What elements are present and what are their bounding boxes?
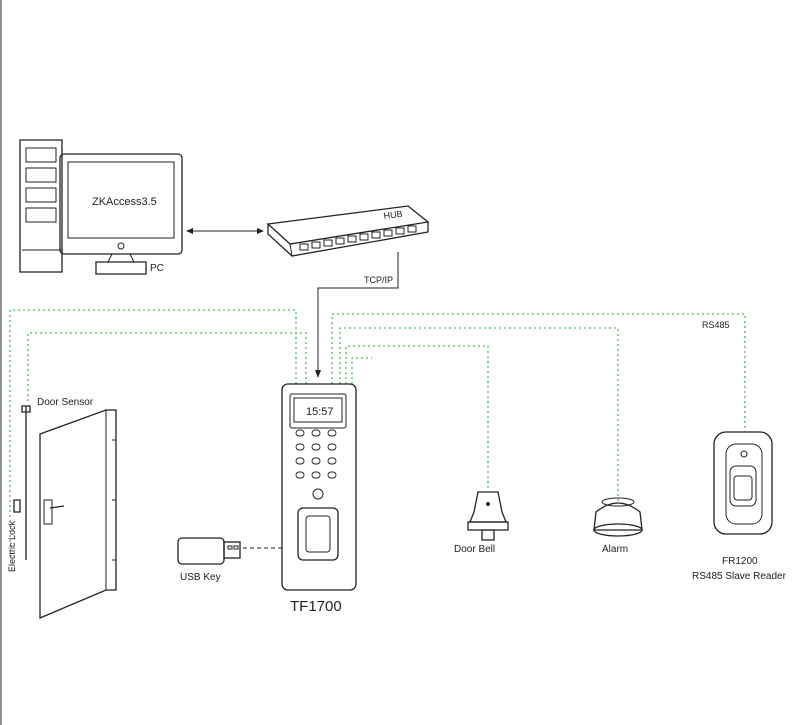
hub-label: HUB xyxy=(383,209,403,221)
hub: HUB xyxy=(266,205,430,257)
reader-fingerprint-sensor xyxy=(729,465,757,507)
pc-screen-label: ZKAccess3.5 xyxy=(92,196,157,208)
wiring xyxy=(9,309,746,560)
pc-hub-link xyxy=(186,228,264,234)
door-bell xyxy=(467,491,509,541)
slave-reader xyxy=(713,431,773,535)
tcpip-link: TCP/IP xyxy=(315,252,399,378)
rs485-label: RS485 xyxy=(702,320,730,330)
usb-key xyxy=(177,537,241,565)
door-sensor-label: Door Sensor xyxy=(37,397,94,408)
electric-lock-label: Electric Lock xyxy=(7,520,17,572)
fingerprint-sensor xyxy=(297,507,339,561)
device-keypad xyxy=(295,429,337,479)
lock-icon xyxy=(312,488,324,500)
device-time: 15:57 xyxy=(306,406,334,418)
alarm-label: Alarm xyxy=(602,544,628,555)
device xyxy=(281,383,357,591)
device-label: TF1700 xyxy=(290,598,342,615)
alarm xyxy=(593,497,643,537)
reader-desc-label: RS485 Slave Reader xyxy=(692,571,787,582)
tcpip-label: TCP/IP xyxy=(364,275,393,285)
pc-monitor xyxy=(59,153,183,275)
pc-tower xyxy=(19,139,63,273)
pc-label: PC xyxy=(150,263,164,274)
reader-model-label: FR1200 xyxy=(722,556,758,567)
door-bell-label: Door Bell xyxy=(454,544,495,555)
usb-key-label: USB Key xyxy=(180,572,221,583)
hub-ports xyxy=(299,225,417,251)
door xyxy=(13,405,117,619)
pc: ZKAccess3.5 PC xyxy=(19,139,183,275)
